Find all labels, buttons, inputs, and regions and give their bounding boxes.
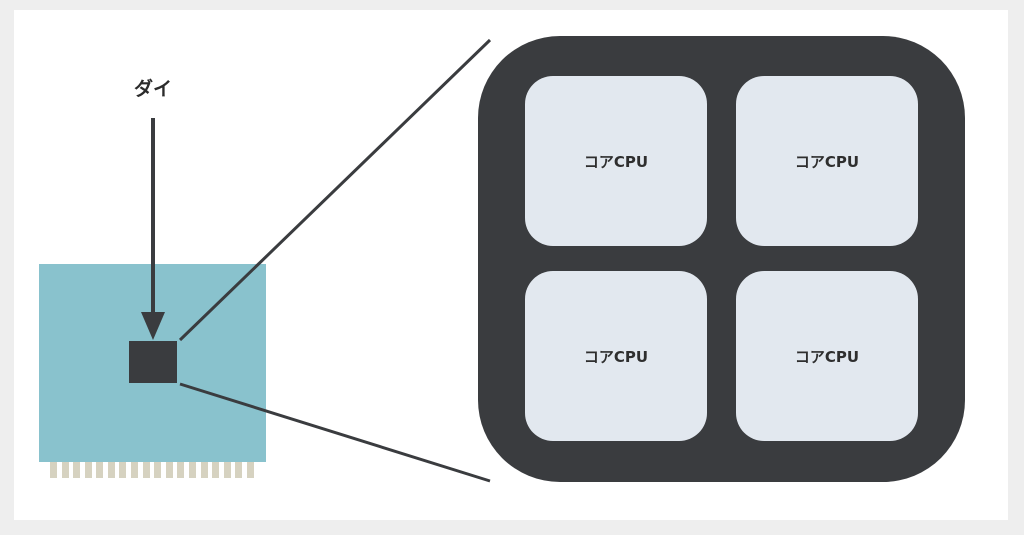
die-label: ダイ [133, 78, 172, 100]
pin [142, 462, 150, 478]
board-pins [50, 462, 254, 478]
core-label: コアCPU [583, 347, 649, 366]
pin [212, 462, 220, 478]
core-cpu-1: コアCPU [525, 76, 707, 246]
pin [73, 462, 81, 478]
arrow-head-icon [141, 312, 165, 340]
pin [107, 462, 115, 478]
pin [188, 462, 196, 478]
die [129, 341, 177, 383]
pin [223, 462, 231, 478]
core-label: コアCPU [794, 347, 860, 366]
pin [154, 462, 162, 478]
pin [177, 462, 185, 478]
pin [119, 462, 127, 478]
core-cpu-3: コアCPU [525, 271, 707, 441]
core-label: コアCPU [794, 152, 860, 171]
pin [131, 462, 139, 478]
die-zoomed: コアCPU コアCPU コアCPU コアCPU [478, 36, 965, 482]
pin [235, 462, 243, 478]
pin [84, 462, 92, 478]
pin [61, 462, 69, 478]
core-label: コアCPU [583, 152, 649, 171]
pin [165, 462, 173, 478]
core-cpu-2: コアCPU [736, 76, 918, 246]
pin [200, 462, 208, 478]
pin [96, 462, 104, 478]
zoom-line-bottom [179, 382, 491, 483]
pin [246, 462, 254, 478]
zoom-line-top [178, 38, 492, 342]
pin [50, 462, 57, 478]
core-cpu-4: コアCPU [736, 271, 918, 441]
